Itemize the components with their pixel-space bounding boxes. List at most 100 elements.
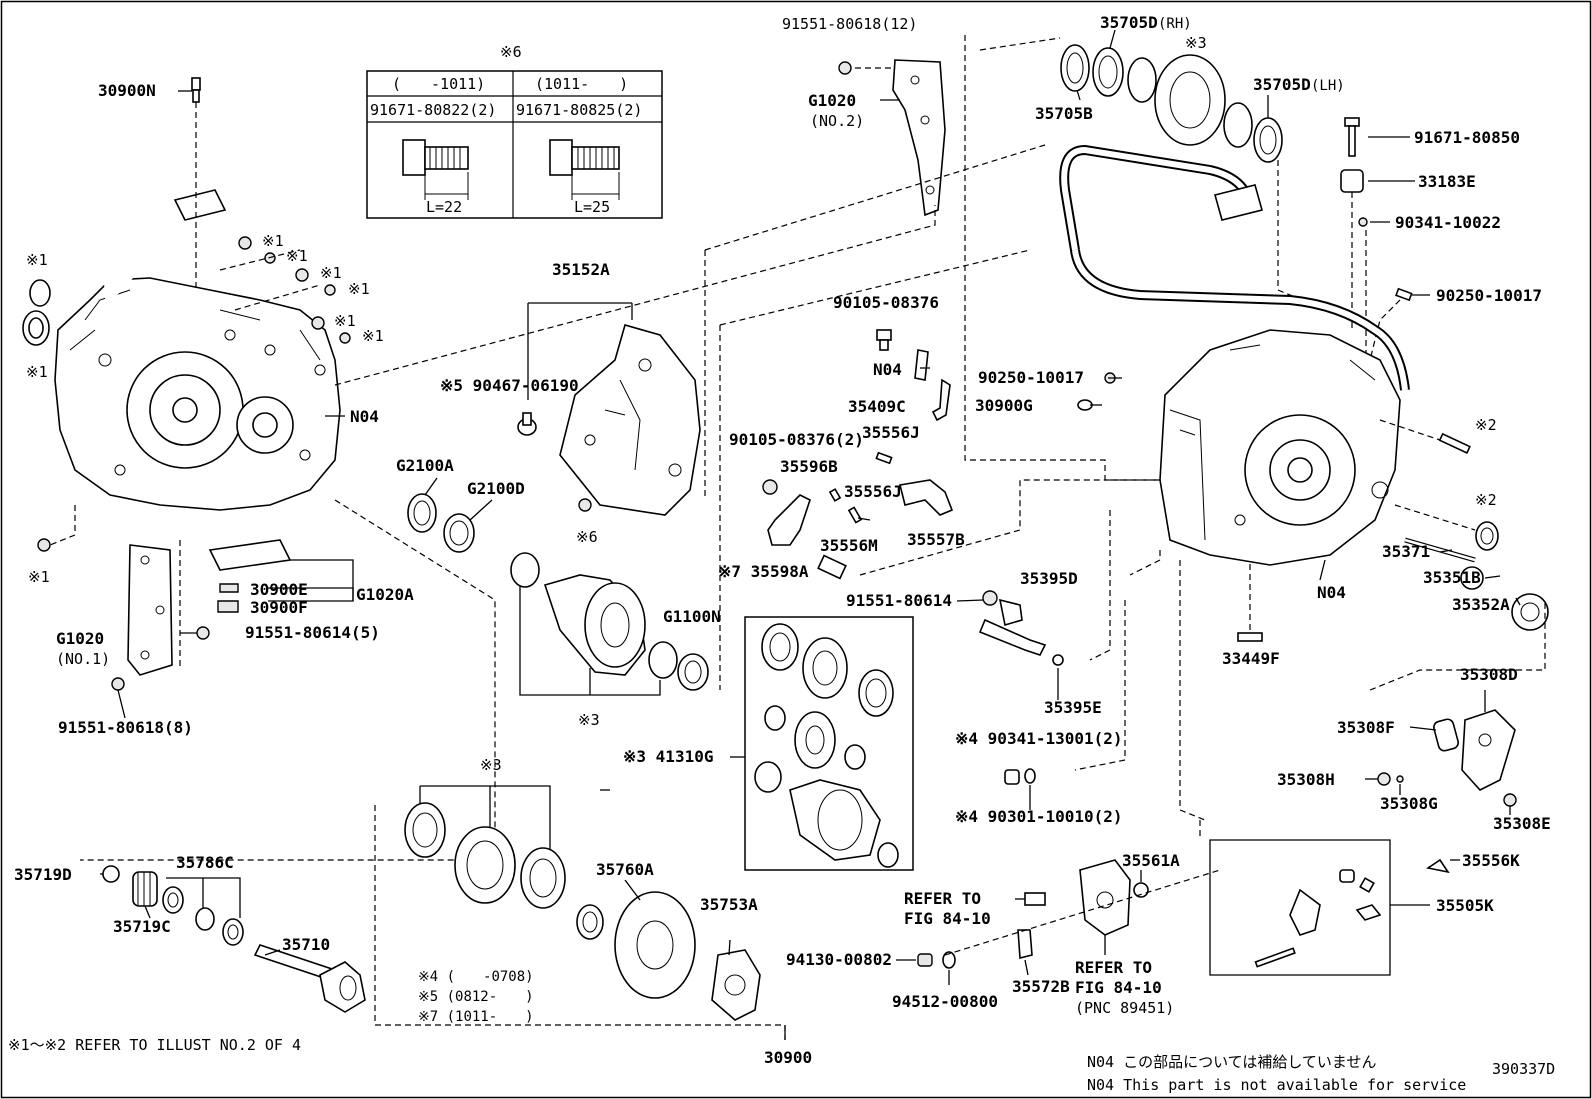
bolt-90105-08376: [876, 329, 892, 351]
label-x2-a: ※2: [1475, 416, 1497, 434]
sensor-35395d: [978, 590, 1064, 666]
footer-reference-note: ※1～※2 REFER TO ILLUST NO.2 OF 4: [8, 1036, 301, 1054]
label-x4-0708: ※4 ( -0708): [418, 969, 534, 985]
label-x3-41310g: ※3 41310G: [623, 747, 713, 766]
bracket-35308d-group: [1377, 709, 1517, 807]
label-35409c: 35409C: [848, 397, 906, 416]
label-91551-80618-12: 91551-80618(12): [782, 15, 917, 33]
label-x6: ※6: [576, 528, 598, 546]
plate-35753a: [711, 949, 761, 1021]
shaft-35371-group: [1404, 537, 1549, 631]
label-35753a: 35753A: [700, 895, 758, 914]
label-35351b: 35351B: [1423, 568, 1481, 587]
label-x7-1011: ※7 (1011- ): [418, 1009, 534, 1025]
label-90105-08376-2: 90105-08376(2): [729, 430, 864, 449]
label-x3-low: ※3: [480, 756, 502, 774]
label-g2100a: G2100A: [396, 456, 454, 475]
label-35705b: 35705B: [1035, 104, 1093, 123]
box-35505k: [1209, 839, 1391, 976]
seal-left-upper: [29, 279, 51, 307]
label-91671-80850: 91671-80850: [1414, 128, 1520, 147]
label-35786c: 35786C: [176, 853, 234, 872]
label-x3-mid: ※3: [578, 711, 600, 729]
label-94512: 94512-00800: [892, 992, 998, 1011]
label-35308d: 35308D: [1460, 665, 1518, 684]
label-35596b: 35596B: [780, 457, 838, 476]
label-94130: 94130-00802: [786, 950, 892, 969]
label-refer-b1: REFER TO: [1075, 958, 1152, 977]
parts-41310g: [754, 623, 899, 868]
label-x7-35598a: ※7 35598A: [718, 562, 809, 581]
bolt-x6: [578, 498, 592, 512]
label-x1-c2: ※1: [286, 247, 308, 265]
footer-n04-note-en: N04 This part is not available for servi…: [1087, 1076, 1466, 1094]
label-90105-08376: 90105-08376: [833, 293, 939, 312]
switch-group-35561a: [917, 859, 1149, 969]
differential-carrier: [510, 552, 709, 691]
label-35705d-lh: 35705D: [1253, 75, 1311, 94]
label-35556k: 35556K: [1462, 851, 1520, 870]
label-35371: 35371: [1382, 542, 1430, 561]
bolt-table-note: ※6: [500, 43, 522, 61]
label-x1-left-b: ※1: [26, 363, 48, 381]
label-90341-10022: 90341-10022: [1395, 213, 1501, 232]
label-g1100n: G1100N: [663, 607, 721, 626]
label-refer-a2: FIG 84-10: [904, 909, 991, 928]
pin-35556j: [875, 451, 893, 465]
label-35395e: 35395E: [1044, 698, 1102, 717]
label-35352a: 35352A: [1452, 595, 1510, 614]
label-lh: (LH): [1311, 78, 1345, 94]
bolt-91671-80850: [1340, 117, 1368, 227]
label-no2: (NO.2): [810, 112, 864, 130]
label-35308h: 35308H: [1277, 770, 1335, 789]
washer-30900g: [1077, 399, 1093, 411]
label-x5-90467: ※5 90467-06190: [440, 376, 579, 395]
label-91551-80618-8: 91551-80618(8): [58, 718, 193, 737]
label-35557b: 35557B: [907, 530, 965, 549]
cover-plate-g1020-no2: [838, 59, 946, 217]
label-35395d: 35395D: [1020, 569, 1078, 588]
label-g2100d: G2100D: [467, 479, 525, 498]
bolt-table-col2-header: (1011- ): [535, 75, 628, 93]
label-35152a: 35152A: [552, 260, 610, 279]
label-x1-left-a: ※1: [26, 251, 48, 269]
label-91551-80614: 91551-80614: [846, 591, 952, 610]
bearing-group-35705: [1060, 44, 1283, 163]
label-n04-mid: N04: [873, 360, 902, 379]
label-x1-c4: ※1: [348, 280, 370, 298]
bolt-table-col1-part: 91671-80822(2): [370, 101, 496, 119]
label-g1020-no2: G1020: [808, 91, 856, 110]
label-x1-c6: ※1: [362, 327, 384, 345]
footer-assembly-part: 30900: [764, 1048, 812, 1067]
label-x1-c3: ※1: [320, 264, 342, 282]
left-transaxle-housing: [54, 145, 341, 511]
label-90250-10017-b: 90250-10017: [978, 368, 1084, 387]
shaft-35710: [253, 944, 366, 1013]
right-transaxle-housing: [1059, 144, 1410, 566]
footer-illustration-number: 390337D: [1492, 1060, 1555, 1078]
label-35710: 35710: [282, 935, 330, 954]
label-35556j-2: 35556J: [844, 482, 902, 501]
label-30900e: 30900E: [250, 580, 308, 599]
bolt-table-col2-length: L=25: [574, 198, 610, 216]
label-35505k: 35505K: [1436, 896, 1494, 915]
label-35561a: 35561A: [1122, 851, 1180, 870]
label-x4-90301: ※4 90301-10010(2): [955, 807, 1123, 826]
label-n04-left: N04: [350, 407, 379, 426]
label-35760a: 35760A: [596, 860, 654, 879]
label-35556m: 35556M: [820, 536, 878, 555]
bolt-table-col2-part: 91671-80825(2): [516, 101, 642, 119]
bolt-table-col1-length: L=22: [426, 198, 462, 216]
label-x1-c5: ※1: [334, 312, 356, 330]
bolt-table-col1-header: ( -1011): [392, 75, 485, 93]
label-30900n: 30900N: [98, 81, 156, 100]
part-labels: 30900N 91551-80618(12) G1020 (NO.2) 3570…: [14, 13, 1551, 1025]
bearing-group-bottom: [404, 802, 696, 999]
oring-35719d: [102, 865, 120, 883]
seal-g2100a: [407, 493, 437, 533]
label-30900f: 30900F: [250, 598, 308, 617]
pin-35556m: [847, 506, 863, 524]
stud-30900n: [191, 77, 201, 103]
label-35308g: 35308G: [1380, 794, 1438, 813]
